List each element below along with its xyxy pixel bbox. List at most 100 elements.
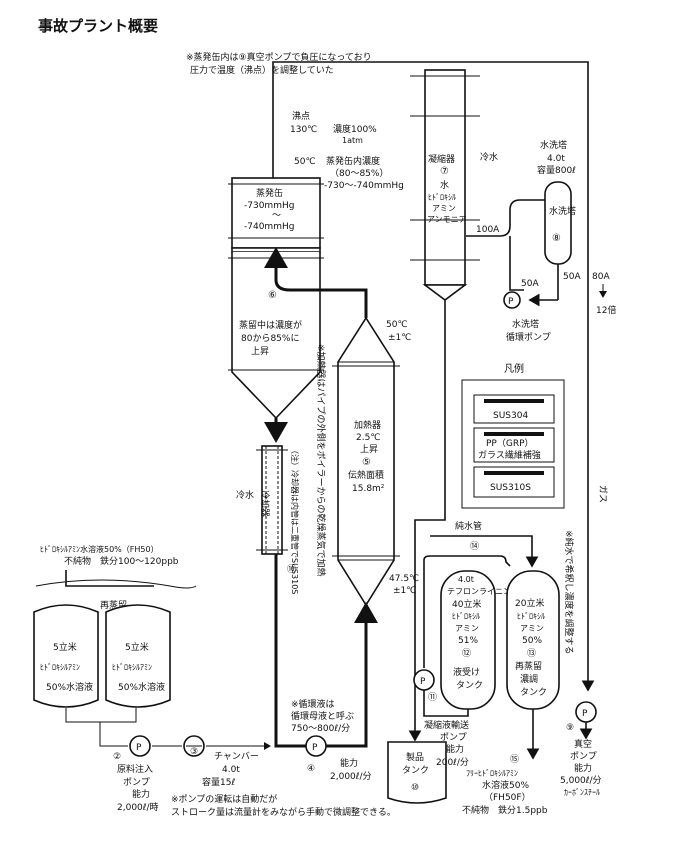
recirculation-top-line (274, 252, 368, 318)
pump9-cap1: 能力 (574, 762, 592, 774)
feed-tank-2 (105, 604, 171, 708)
top-note-line2: 圧力で温度（沸点）を調整していた (190, 64, 334, 76)
tank1-b: ﾋﾄﾞﾛｷｼﾙｱﾐﾝ (40, 663, 80, 672)
t12-a: 40立米 (452, 598, 481, 610)
legend-title: 凡例 (504, 362, 524, 375)
product-name1: 製品 (406, 751, 424, 763)
pump-note1: ※ポンプの運転は自動だが (171, 793, 277, 805)
out-number: ⑮ (510, 754, 519, 765)
evaporator-desc3: 上昇 (251, 346, 269, 357)
product-tank (387, 741, 447, 804)
circulation-pump: P (305, 735, 327, 757)
heater-temp1: 50℃ (386, 320, 408, 330)
cooler-vessel (256, 445, 288, 555)
washer-capacity1: 4.0t (547, 154, 565, 164)
t12-top: 4.0t (458, 575, 474, 584)
out-line2: 水溶液50% (482, 779, 529, 791)
heater-temp-low2: ±1℃ (393, 586, 416, 596)
circulation-note2: 循環母液と呼ぶ (291, 710, 354, 722)
washer-capacity2: 容量800ℓ (537, 164, 576, 176)
washer-pump: P (503, 291, 521, 309)
pump-to-heater-line (324, 602, 378, 748)
chamber-number: ③ (190, 747, 198, 757)
evap-inside-line3: -730〜-740mmHg (324, 181, 404, 191)
product-name2: タンク (402, 765, 429, 776)
heater-area2: 15.8m² (352, 484, 385, 494)
evap-conc-line1: 濃度100% (333, 123, 377, 135)
evaporator-desc1: 蒸留中は濃度が (239, 319, 302, 331)
pump4-cap: 能力 (340, 757, 358, 769)
pump11-name2: ポンプ (440, 732, 467, 743)
t13-a: 20立米 (515, 597, 544, 609)
t12-name2: タンク (456, 680, 483, 691)
evap-inside-line1: 蒸発缶内濃度 (326, 155, 380, 167)
boiling-label: 沸点 (292, 110, 310, 122)
circulation-note1: ※循環液は (291, 698, 335, 710)
vacuum-line (272, 61, 595, 692)
pump9-number: ⑨ (566, 723, 574, 733)
heater-temp-low1: 47.5℃ (389, 574, 419, 584)
heater-rise2: 上昇 (360, 444, 378, 455)
tank1-a: 5立米 (53, 641, 77, 653)
pump11-cap1: 能力 (446, 743, 464, 755)
t13-name2: 濃調 (520, 673, 538, 685)
legend-glass: ガラス繊維補強 (478, 449, 541, 461)
evaporator-p3: -740mmHg (244, 222, 294, 232)
product-number: ⑩ (411, 783, 419, 793)
tank2-b: ﾋﾄﾞﾛｷｼﾙｱﾐﾝ (112, 663, 152, 672)
t12-name1: 液受け (453, 666, 480, 678)
pipe-50a-1: 50A (521, 279, 539, 289)
pump11-cap2: 200ℓ/分 (436, 757, 469, 768)
pure-water-number: ⑭ (470, 541, 479, 552)
washer-title: 水洗塔 (540, 139, 567, 151)
page-title: 事故プラント概要 (38, 17, 158, 35)
chamber-cap1: 4.0t (222, 765, 240, 775)
tank2-a: 5立米 (125, 641, 149, 653)
pump-note2: ストローク量は流量計をみながら手動で微調整できる。 (171, 806, 396, 818)
chamber-name: チャンバー (214, 751, 259, 762)
circulation-note3: 750〜800ℓ/分 (291, 723, 350, 734)
pipe-80a: 80A (592, 272, 610, 282)
handwritten-note: 12倍 (596, 304, 616, 316)
svg-text:P: P (312, 743, 318, 753)
svg-text:P: P (582, 709, 588, 719)
tank1-c: 50%水溶液 (46, 681, 93, 693)
cooler-to-pump-line (274, 554, 308, 748)
evaporator-number: ⑥ (268, 290, 277, 301)
top-note-line1: ※蒸発缶内は⑨真空ポンプで負圧になっており (186, 51, 372, 63)
t13-name1: 再蒸留 (515, 660, 542, 672)
evaporator-p1: -730mmHg (244, 201, 294, 211)
feed-top-pipe (65, 570, 154, 587)
cooler-name: 冷却器 (259, 490, 271, 517)
tank2-c: 50%水溶液 (118, 681, 165, 693)
feed-line1: ﾋﾄﾞﾛｷｼﾙｱﾐﾝ水溶液50%（FH50） (40, 544, 159, 554)
legend-box (461, 379, 565, 509)
evap-temp: 50℃ (294, 157, 316, 167)
pipe-50a-2: 50A (563, 272, 581, 282)
svg-text:P: P (420, 677, 426, 687)
chamber-cap2: 容量15ℓ (202, 776, 235, 788)
pure-water-line (430, 535, 539, 568)
out-line1: ﾌﾘｰﾋﾄﾞﾛｷｼﾙｱﾐﾝ (466, 769, 518, 778)
pump4-cap2: 2,000ℓ/分 (330, 771, 372, 782)
out-line3: （FH50F） (484, 792, 531, 803)
condenser-content4: アンモニア (427, 215, 467, 224)
pump2-number: ② (113, 752, 121, 762)
washer-name1: 水洗塔 (549, 205, 576, 217)
t13-b: ﾋﾄﾞﾛｷｼﾙ (517, 612, 545, 621)
pump9-material: ｶｰﾎﾞﾝｽﾁｰﾙ (564, 788, 600, 797)
svg-text:P: P (508, 297, 514, 307)
cooler-number: ⑯ (287, 564, 296, 575)
heater-name: 加熱器 (354, 419, 381, 431)
legend-sus304: SUS304 (493, 411, 528, 421)
feed-tank-1 (33, 604, 99, 708)
t12-lining: テフロンライニング (447, 586, 519, 596)
svg-text:P: P (136, 743, 142, 753)
condenser-name: 凝縮器 (428, 153, 455, 165)
evap-conc-line2: 1atm (342, 136, 363, 145)
t12-d: 51% (458, 636, 478, 646)
heater-rise1: 2.5℃ (356, 433, 380, 443)
washer-pump-name1: 水洗塔 (512, 318, 539, 330)
boiling-value: 130℃ (290, 125, 317, 135)
